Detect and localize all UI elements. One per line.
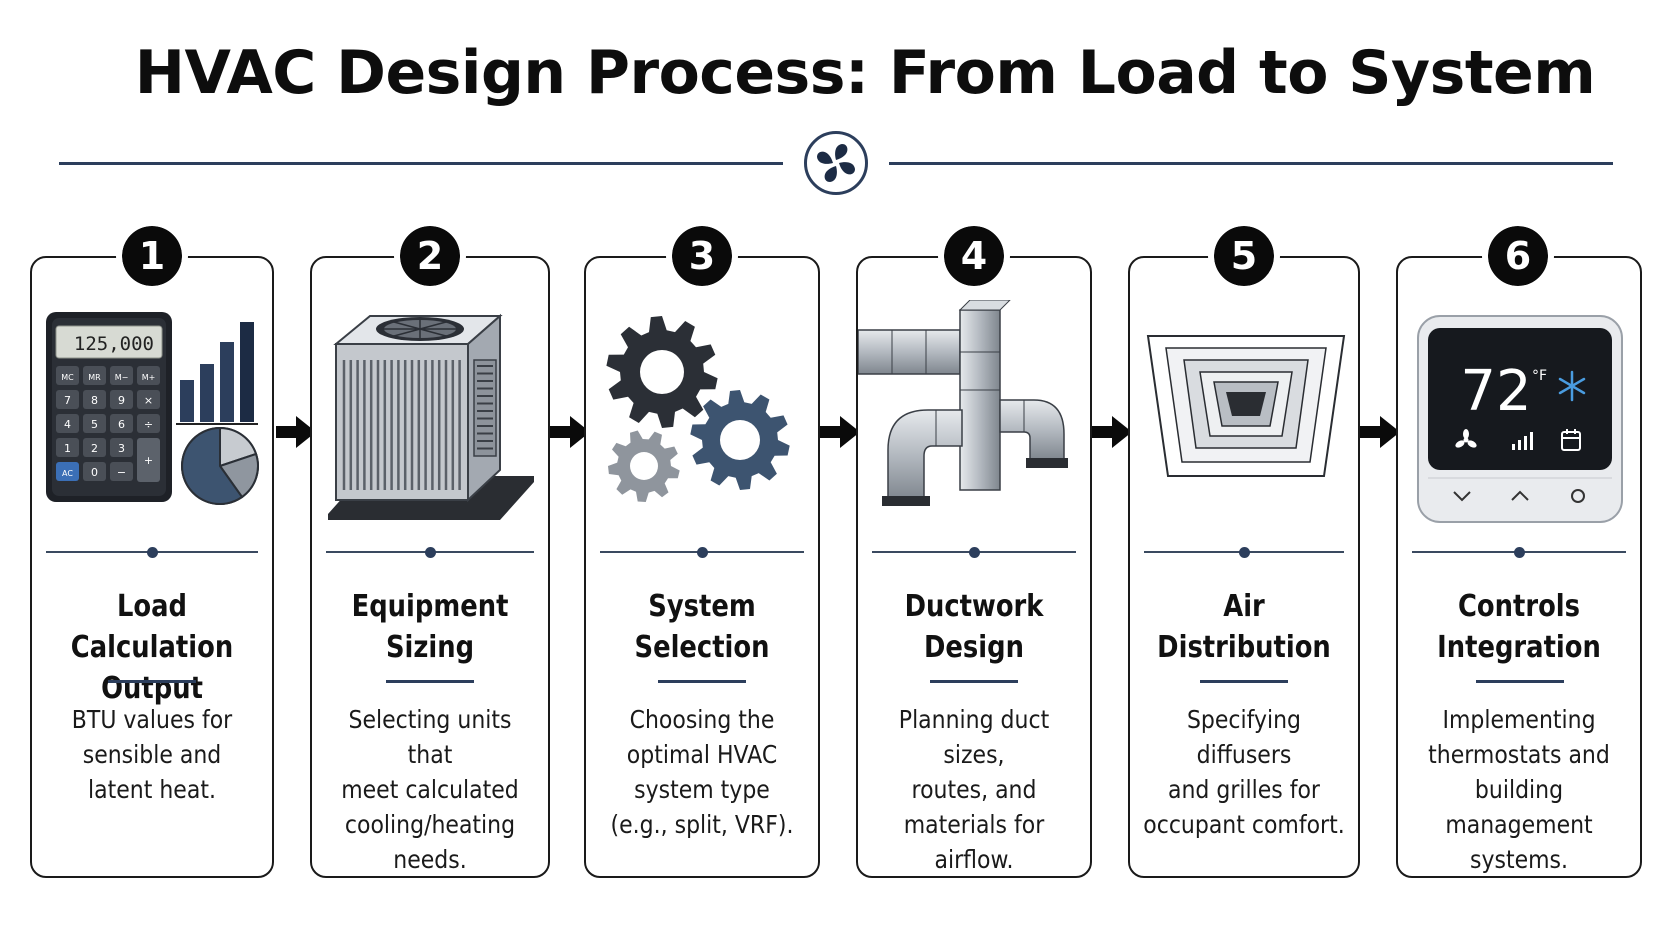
calculator-key-label: M−: [115, 373, 129, 382]
calculator-key-label: M+: [142, 373, 156, 382]
gears-icon: [600, 300, 810, 530]
thermostat-unit: °F: [1532, 368, 1547, 384]
calculator-key: [83, 414, 106, 433]
calculator-key: [110, 438, 133, 457]
fan-icon: [804, 131, 868, 195]
power-circle-icon: [1571, 489, 1585, 503]
calculator-key-label: MC: [61, 373, 74, 382]
calculator-key-label: 4: [64, 418, 71, 431]
arrow-right-icon: [1360, 416, 1400, 448]
step-title: Equipment Sizing: [351, 589, 509, 665]
separator-dot: [969, 547, 980, 558]
service-panel-louvers: [477, 365, 493, 450]
separator-dot: [697, 547, 708, 558]
calculator-key-label: −: [117, 466, 126, 479]
step-title: Ductwork Design: [904, 589, 1044, 665]
calculator-chart-icon: 125,000 MC MR M− M+ 7 8 9 × 4 5 6 ÷ 1 2 3 + AC 0 −: [42, 300, 264, 530]
step-title: Controls Integration: [1437, 589, 1601, 665]
calculator-key: [110, 462, 133, 481]
calculator-key: [110, 390, 133, 409]
blue-gear: [690, 390, 790, 490]
up-chevron-icon: [1511, 490, 1529, 501]
calculator-key: [56, 438, 79, 457]
condenser-unit-icon: [322, 300, 540, 530]
calculator-key: [110, 366, 133, 385]
arrow-right-icon: [276, 416, 316, 448]
header-rule-left: [59, 162, 783, 165]
calculator-key: [56, 366, 79, 385]
calculator-key: [83, 390, 106, 409]
calculator-key-label: 7: [64, 394, 71, 407]
step-number-badge: 2: [394, 220, 466, 292]
header-rule-right: [889, 162, 1613, 165]
separator-dot: [425, 547, 436, 558]
calculator-key: [137, 414, 160, 433]
calculator-key: [56, 414, 79, 433]
step-number-badge: 6: [1482, 220, 1554, 292]
step-title: Air Distribution: [1157, 589, 1331, 665]
step-number-badge: 4: [938, 220, 1010, 292]
calculator-key-label: MR: [88, 373, 101, 382]
calculator-key: [56, 390, 79, 409]
separator-dot: [1514, 547, 1525, 558]
large-gear: [606, 316, 718, 428]
ductwork-icon: [858, 300, 1080, 530]
thermostat-icon: 72 °F: [1414, 300, 1626, 530]
title-underline: [108, 680, 196, 683]
title-underline: [658, 680, 746, 683]
calculator-key: [137, 438, 160, 482]
calculator-keypad: MC MR M− M+ 7 8 9 × 4 5 6 ÷ 1 2 3 + AC 0 −: [56, 366, 160, 482]
calculator-key-label: ×: [144, 394, 153, 407]
calculator-key-label: 8: [91, 394, 98, 407]
page-title: HVAC Design Process: From Load to System: [134, 38, 1596, 108]
condenser-fins: [342, 360, 461, 490]
calculator-key-label: 0: [91, 466, 98, 479]
step-title: Load Calculation Output: [70, 589, 234, 706]
calculator-display: 125,000: [74, 333, 154, 355]
fan-mode-icon: [1455, 429, 1477, 448]
calculator-key-label: 6: [118, 418, 125, 431]
calculator-key: [83, 366, 106, 385]
thermostat-temperature: 72: [1460, 359, 1531, 424]
title-underline: [386, 680, 474, 683]
step-description: BTU values for sensible and latent heat.: [71, 705, 233, 804]
signal-bars-icon: [1512, 432, 1533, 450]
calculator-key-label: 2: [91, 442, 98, 455]
calculator-key-label: 5: [91, 418, 98, 431]
calculator-key-label: AC: [62, 469, 73, 478]
calculator-key: [83, 438, 106, 457]
down-chevron-icon: [1453, 491, 1471, 502]
title-underline: [930, 680, 1018, 683]
calculator-key-label: 9: [118, 394, 125, 407]
separator-dot: [147, 547, 158, 558]
title-underline: [1476, 680, 1564, 683]
calculator-key: [56, 462, 79, 481]
arrow-right-icon: [550, 416, 590, 448]
step-number-badge: 3: [666, 220, 738, 292]
small-gear: [608, 430, 680, 502]
arrow-right-icon: [820, 416, 860, 448]
separator-dot: [1239, 547, 1250, 558]
calculator-key-label: ÷: [144, 418, 153, 431]
snowflake-icon: [1558, 370, 1586, 402]
step-number-badge: 5: [1208, 220, 1280, 292]
arrow-right-icon: [1092, 416, 1132, 448]
step-description: Implementing thermostats and building ma…: [1428, 705, 1610, 874]
title-underline: [1200, 680, 1288, 683]
step-number-badge: 1: [116, 220, 188, 292]
step-description: Choosing the optimal HVAC system type (e…: [610, 705, 794, 839]
calculator-key-label: 3: [118, 442, 125, 455]
calculator-key-label: +: [144, 454, 153, 467]
step-title: System Selection: [634, 589, 770, 665]
calendar-icon: [1561, 429, 1581, 451]
step-description: Planning duct sizes, routes, and materia…: [898, 705, 1050, 874]
step-description: Selecting units that meet calculated coo…: [341, 705, 519, 874]
ceiling-diffuser-icon: [1144, 300, 1348, 530]
step-description: Specifying diffusers and grilles for occ…: [1143, 705, 1345, 839]
calculator-key: [137, 366, 160, 385]
calculator-key: [110, 414, 133, 433]
calculator-key: [137, 390, 160, 409]
calculator-key-label: 1: [64, 442, 71, 455]
calculator-key: [83, 462, 106, 481]
